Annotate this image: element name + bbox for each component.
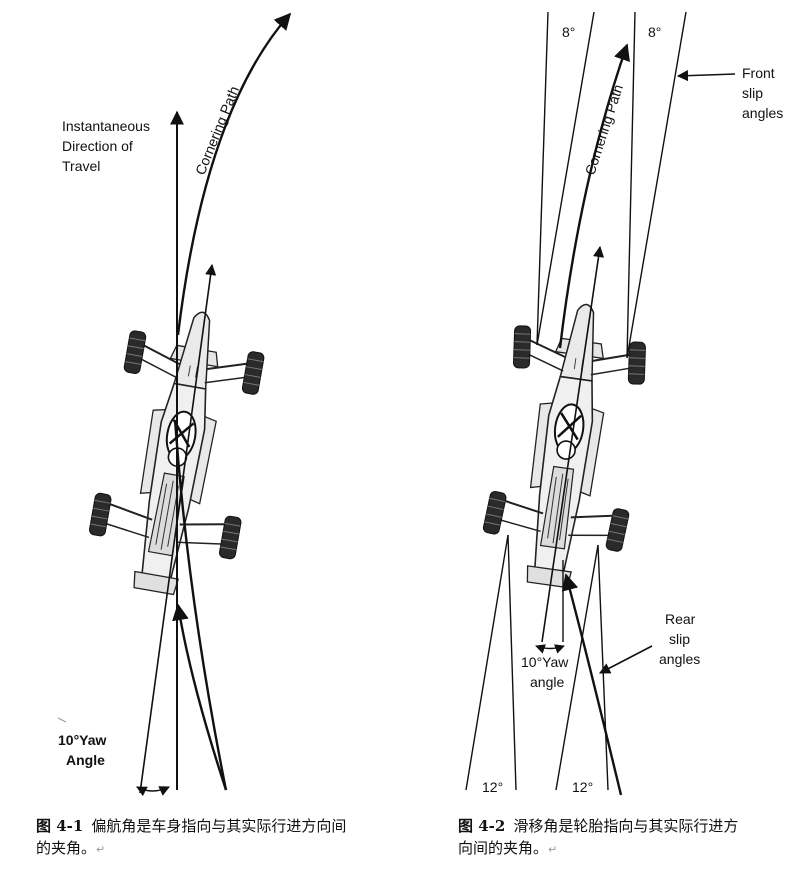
figure-1-caption-line-2: 的夹角。 [36, 839, 97, 857]
return-mark-2: ↵ [548, 843, 558, 856]
rear-slip-label-line-3: angles [659, 651, 700, 667]
rear-right-angle-label: 12° [572, 779, 593, 795]
rear-right-tire-2 [604, 507, 631, 553]
yaw-angle-arc-2 [535, 644, 565, 654]
yaw-label-2-line-2: angle [530, 674, 564, 690]
cornering-path-arrow-1 [173, 14, 290, 791]
figure-2-diagram: 8° 8° Cornering Path Front slip angles R… [465, 11, 783, 796]
front-slip-label-line-3: angles [742, 105, 783, 121]
figure-2-caption-line-1: 滑移角是轮胎指向与其实际行进方 [513, 817, 739, 835]
car-heading-arrow-2 [541, 245, 605, 643]
direction-label-line-2: Direction of [62, 138, 133, 154]
front-right-travel-line [626, 11, 636, 359]
figure-1-diagram: Instantaneous Direction of Travel Corner… [57, 14, 290, 797]
cornering-path-arrow-2 [561, 573, 623, 796]
direction-label-line-1: Instantaneous [62, 118, 150, 134]
figure-2-caption: 图 4-2 滑移角是轮胎指向与其实际行进方 向间的夹角。↵ [458, 815, 793, 861]
front-right-tire-line [626, 11, 687, 359]
rear-slip-label-line-1: Rear [665, 611, 696, 627]
cornering-path-lower-arrow-1 [172, 603, 228, 791]
front-left-travel-line [536, 11, 549, 346]
rear-left-travel-line [507, 534, 517, 791]
front-left-tire-2 [512, 325, 532, 369]
cornering-path-label-1: Cornering Path [192, 84, 242, 177]
front-slip-label-line-2: slip [742, 85, 763, 101]
return-mark-1: ↵ [96, 843, 106, 856]
yaw-label-line-2: Angle [66, 752, 105, 768]
yaw-angle-arc [136, 786, 170, 797]
figure-2-number: 图 4-2 [458, 817, 506, 835]
rear-left-angle-label: 12° [482, 779, 503, 795]
front-left-tire-line [536, 11, 595, 346]
rear-right-tire-line [555, 544, 599, 791]
rear-slip-pointer [599, 645, 653, 674]
rear-left-tire-2 [482, 490, 508, 536]
front-slip-pointer [676, 70, 736, 82]
front-right-tire [241, 350, 266, 396]
rear-left-tire [88, 492, 113, 538]
cornering-path-upper-arrow-2 [558, 43, 630, 349]
front-right-angle-label: 8° [648, 24, 661, 40]
rear-left-tire-line [465, 534, 509, 791]
cornering-path-label-2: Cornering Path [582, 82, 626, 177]
rear-right-tire [218, 514, 243, 561]
figure-1-number: 图 4-1 [36, 817, 84, 835]
car-heading-arrow [139, 263, 217, 794]
figure-2-caption-line-2: 向间的夹角。 [458, 839, 549, 857]
front-left-angle-label: 8° [562, 24, 575, 40]
front-right-tire-2 [627, 341, 647, 385]
rear-slip-label-line-2: slip [669, 631, 690, 647]
figure-1-caption: 图 4-1 偏航角是车身指向与其实际行进方向间 的夹角。↵ [36, 815, 396, 861]
rear-right-travel-line [597, 544, 609, 791]
figure-1-caption-line-1: 偏航角是车身指向与其实际行进方向间 [91, 817, 347, 835]
yaw-label-2-line-1: 10°Yaw [521, 654, 569, 670]
direction-label-line-3: Travel [62, 158, 100, 174]
yaw-label-line-1: 10°Yaw [58, 732, 107, 748]
front-slip-label-line-1: Front [742, 65, 775, 81]
front-left-tire [122, 329, 147, 375]
